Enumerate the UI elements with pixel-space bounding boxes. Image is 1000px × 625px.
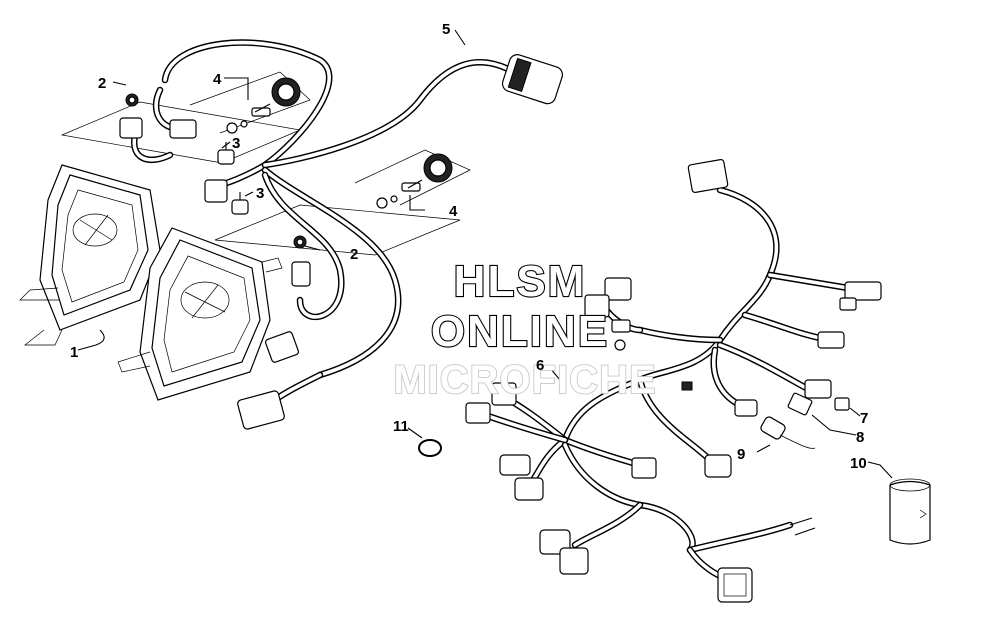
- callout-6: 6: [536, 357, 544, 374]
- callout-9: 9: [737, 446, 745, 463]
- part-11-clip: [418, 439, 442, 457]
- callouts: 1 2 2 3 3 4 4 5 6 7 8 9 10 11: [70, 21, 868, 472]
- headlight-harness: [130, 39, 514, 409]
- callout-3-upper: 3: [232, 135, 240, 152]
- watermark-line1: HLSM: [454, 257, 587, 306]
- watermark: HLSM ONLINE MICROFICHE: [392, 256, 656, 403]
- main-harness-connectors: [465, 158, 882, 603]
- callout-1: 1: [70, 344, 78, 361]
- callout-2-upper: 2: [98, 75, 106, 92]
- headlight-right: [117, 227, 283, 401]
- callout-5: 5: [442, 21, 450, 38]
- headlight-left: [19, 164, 161, 346]
- headlight-connectors: [119, 54, 564, 430]
- callout-4-lower: 4: [449, 203, 458, 220]
- callout-7: 7: [860, 410, 868, 427]
- leader-lines: [77, 29, 893, 479]
- main-harness: [481, 186, 864, 584]
- part-10-sleeve: [889, 478, 931, 545]
- watermark-line3: MICROFICHE: [393, 358, 656, 402]
- callout-11: 11: [393, 418, 409, 435]
- callout-8: 8: [856, 429, 864, 446]
- callout-10: 10: [850, 455, 867, 472]
- callout-4-upper: 4: [213, 71, 222, 88]
- callout-3-lower: 3: [256, 185, 264, 202]
- watermark-line2: ONLINE: [431, 307, 609, 356]
- bulbs: [217, 77, 453, 215]
- callout-2-lower: 2: [350, 246, 358, 263]
